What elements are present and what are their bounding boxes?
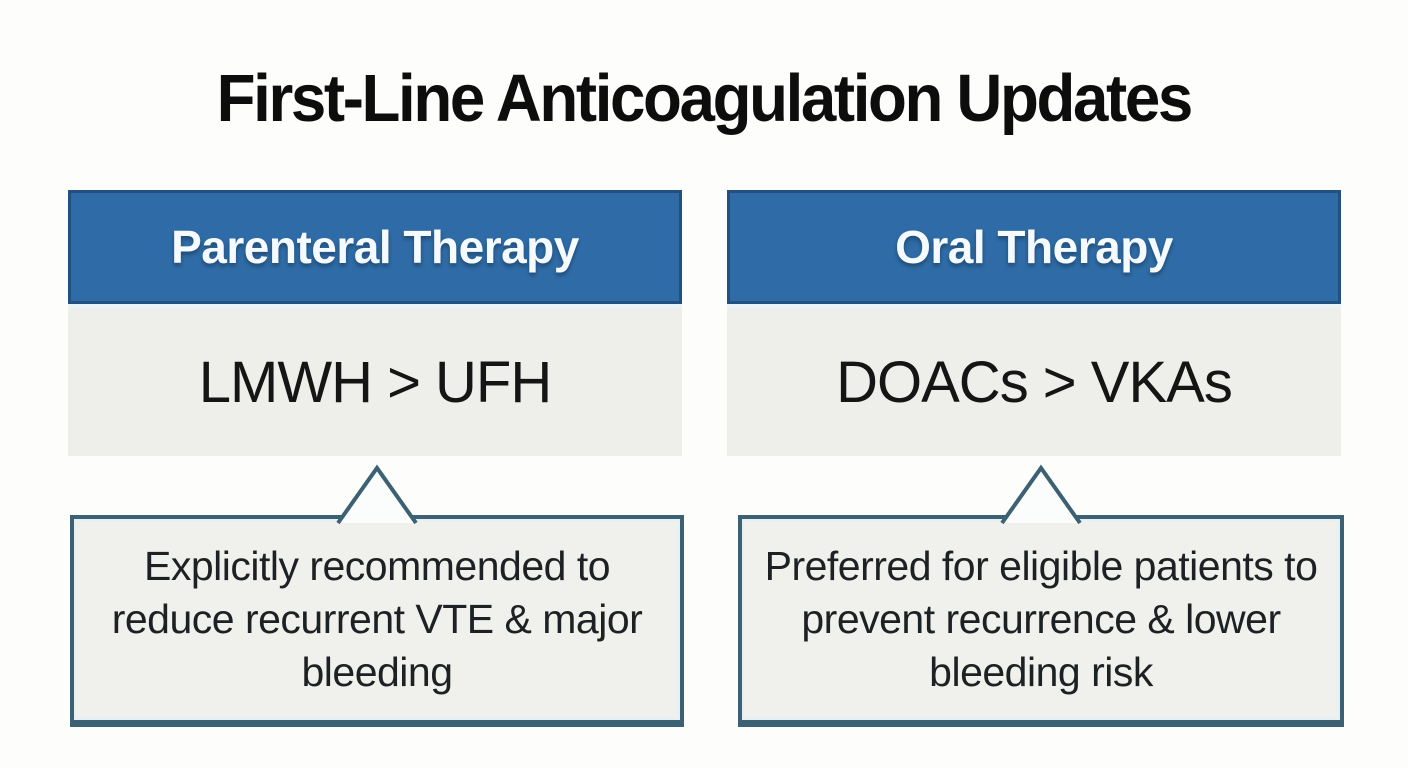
parenteral-note-text: Explicitly recommended to reduce recurre… bbox=[111, 543, 643, 695]
oral-therapy-header: Oral Therapy bbox=[727, 190, 1341, 304]
callout-pointer-up-icon bbox=[336, 464, 418, 525]
parenteral-therapy-comparison-text: LMWH > UFH bbox=[198, 349, 552, 415]
oral-therapy-comparison: DOACs > VKAs bbox=[727, 304, 1341, 456]
parenteral-therapy-header: Parenteral Therapy bbox=[68, 190, 682, 304]
parenteral-therapy-header-label: Parenteral Therapy bbox=[171, 221, 579, 273]
oral-therapy-comparison-text: DOACs > VKAs bbox=[836, 349, 1233, 415]
page-title: First-Line Anticoagulation Updates bbox=[0, 60, 1408, 137]
oral-note-text: Preferred for eligible patients to preve… bbox=[764, 543, 1318, 695]
column-parenteral-therapy: Parenteral Therapy LMWH > UFH bbox=[68, 190, 682, 456]
callout-pointer-up-icon bbox=[1000, 464, 1082, 525]
page-title-text: First-Line Anticoagulation Updates bbox=[216, 61, 1194, 136]
parenteral-therapy-comparison: LMWH > UFH bbox=[68, 304, 682, 456]
oral-note-callout: Preferred for eligible patients to preve… bbox=[738, 464, 1344, 727]
parenteral-note-callout: Explicitly recommended to reduce recurre… bbox=[70, 464, 684, 727]
oral-therapy-header-label: Oral Therapy bbox=[895, 221, 1173, 273]
column-oral-therapy: Oral Therapy DOACs > VKAs bbox=[727, 190, 1341, 456]
